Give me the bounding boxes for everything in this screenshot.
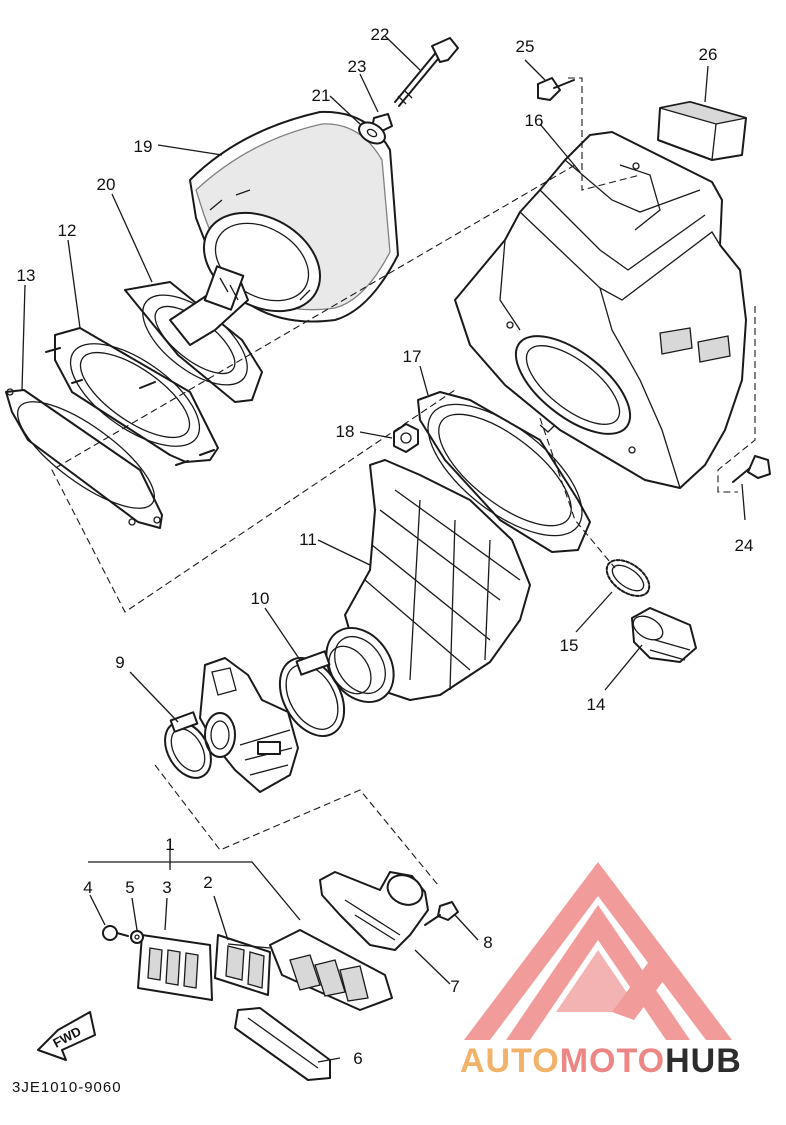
seal-26 bbox=[657, 101, 747, 161]
callout-6: 6 bbox=[353, 1049, 362, 1068]
mounting-plate bbox=[45, 327, 219, 466]
callout-17: 17 bbox=[403, 347, 422, 366]
air-box bbox=[454, 131, 747, 489]
hose-clamp-9 bbox=[164, 711, 212, 779]
carburetor bbox=[199, 657, 299, 793]
callout-18: 18 bbox=[336, 422, 355, 441]
reed-block bbox=[269, 929, 393, 1011]
callout-24: 24 bbox=[735, 536, 754, 555]
drawing-code: 3JE1010-9060 bbox=[12, 1079, 122, 1096]
callout-20: 20 bbox=[97, 175, 116, 194]
watermark-triangle-mark bbox=[464, 862, 732, 1040]
watermark-hub: HUB bbox=[665, 1042, 742, 1080]
callout-4: 4 bbox=[83, 878, 92, 897]
gasket-6 bbox=[234, 1007, 331, 1081]
callout-23: 23 bbox=[348, 57, 367, 76]
callout-25: 25 bbox=[516, 37, 535, 56]
forward-arrow: FWD bbox=[37, 1011, 96, 1061]
watermark-logo bbox=[464, 862, 732, 1040]
callout-7: 7 bbox=[450, 977, 459, 996]
screw-4 bbox=[102, 925, 129, 941]
callout-26: 26 bbox=[699, 45, 718, 64]
bolt-24 bbox=[732, 455, 771, 483]
leader-lines bbox=[21, 35, 746, 1063]
gasket bbox=[5, 388, 163, 529]
callout-11: 11 bbox=[299, 530, 317, 549]
seal-ring bbox=[417, 391, 591, 553]
dashed-assembly-line-bolt-24 bbox=[717, 306, 756, 493]
reed-petal bbox=[214, 934, 271, 996]
callout-19: 19 bbox=[134, 137, 153, 156]
callout-8: 8 bbox=[483, 933, 492, 952]
carburetor-joint-7 bbox=[319, 871, 429, 951]
callout-12: 12 bbox=[58, 221, 77, 240]
callout-3: 3 bbox=[162, 878, 171, 897]
bolt-25 bbox=[537, 77, 575, 101]
dashed-assembly-line-carb bbox=[154, 764, 439, 886]
washer-21 bbox=[358, 121, 386, 145]
callout-5: 5 bbox=[125, 878, 134, 897]
dashed-assembly-line-bolt-25 bbox=[568, 77, 641, 191]
callout-labels: 1 2 3 4 5 6 7 8 9 10 11 12 13 14 15 16 1… bbox=[17, 25, 754, 1068]
bolt-22 bbox=[394, 37, 459, 107]
callout-14: 14 bbox=[587, 695, 606, 714]
nut-18 bbox=[393, 423, 419, 453]
band bbox=[605, 559, 651, 597]
bolt-8 bbox=[424, 901, 459, 926]
reed-stopper bbox=[137, 934, 213, 1001]
washer-5 bbox=[130, 930, 144, 944]
callout-9: 9 bbox=[115, 653, 124, 672]
watermark-auto: AUTO bbox=[460, 1042, 560, 1080]
callout-16: 16 bbox=[525, 111, 544, 130]
callout-1: 1 bbox=[165, 835, 174, 854]
callout-22: 22 bbox=[371, 25, 390, 44]
callout-2: 2 bbox=[203, 873, 212, 892]
svg-text:AUTOMOTOHUB: AUTOMOTOHUB bbox=[460, 1042, 742, 1080]
watermark-moto: MOTO bbox=[560, 1042, 665, 1080]
air-filter-element bbox=[189, 110, 399, 323]
callout-15: 15 bbox=[560, 636, 579, 655]
filter-guide bbox=[124, 265, 263, 403]
watermark-text: AUTOMOTOHUB bbox=[460, 1042, 742, 1080]
callout-21: 21 bbox=[312, 86, 331, 105]
flange-hose bbox=[631, 607, 697, 663]
callout-10: 10 bbox=[251, 589, 270, 608]
intake-joint bbox=[325, 459, 531, 704]
callout-13: 13 bbox=[17, 266, 36, 285]
dashed-assembly-line-filter bbox=[51, 164, 576, 613]
dashed-assembly-line-band bbox=[539, 417, 616, 569]
